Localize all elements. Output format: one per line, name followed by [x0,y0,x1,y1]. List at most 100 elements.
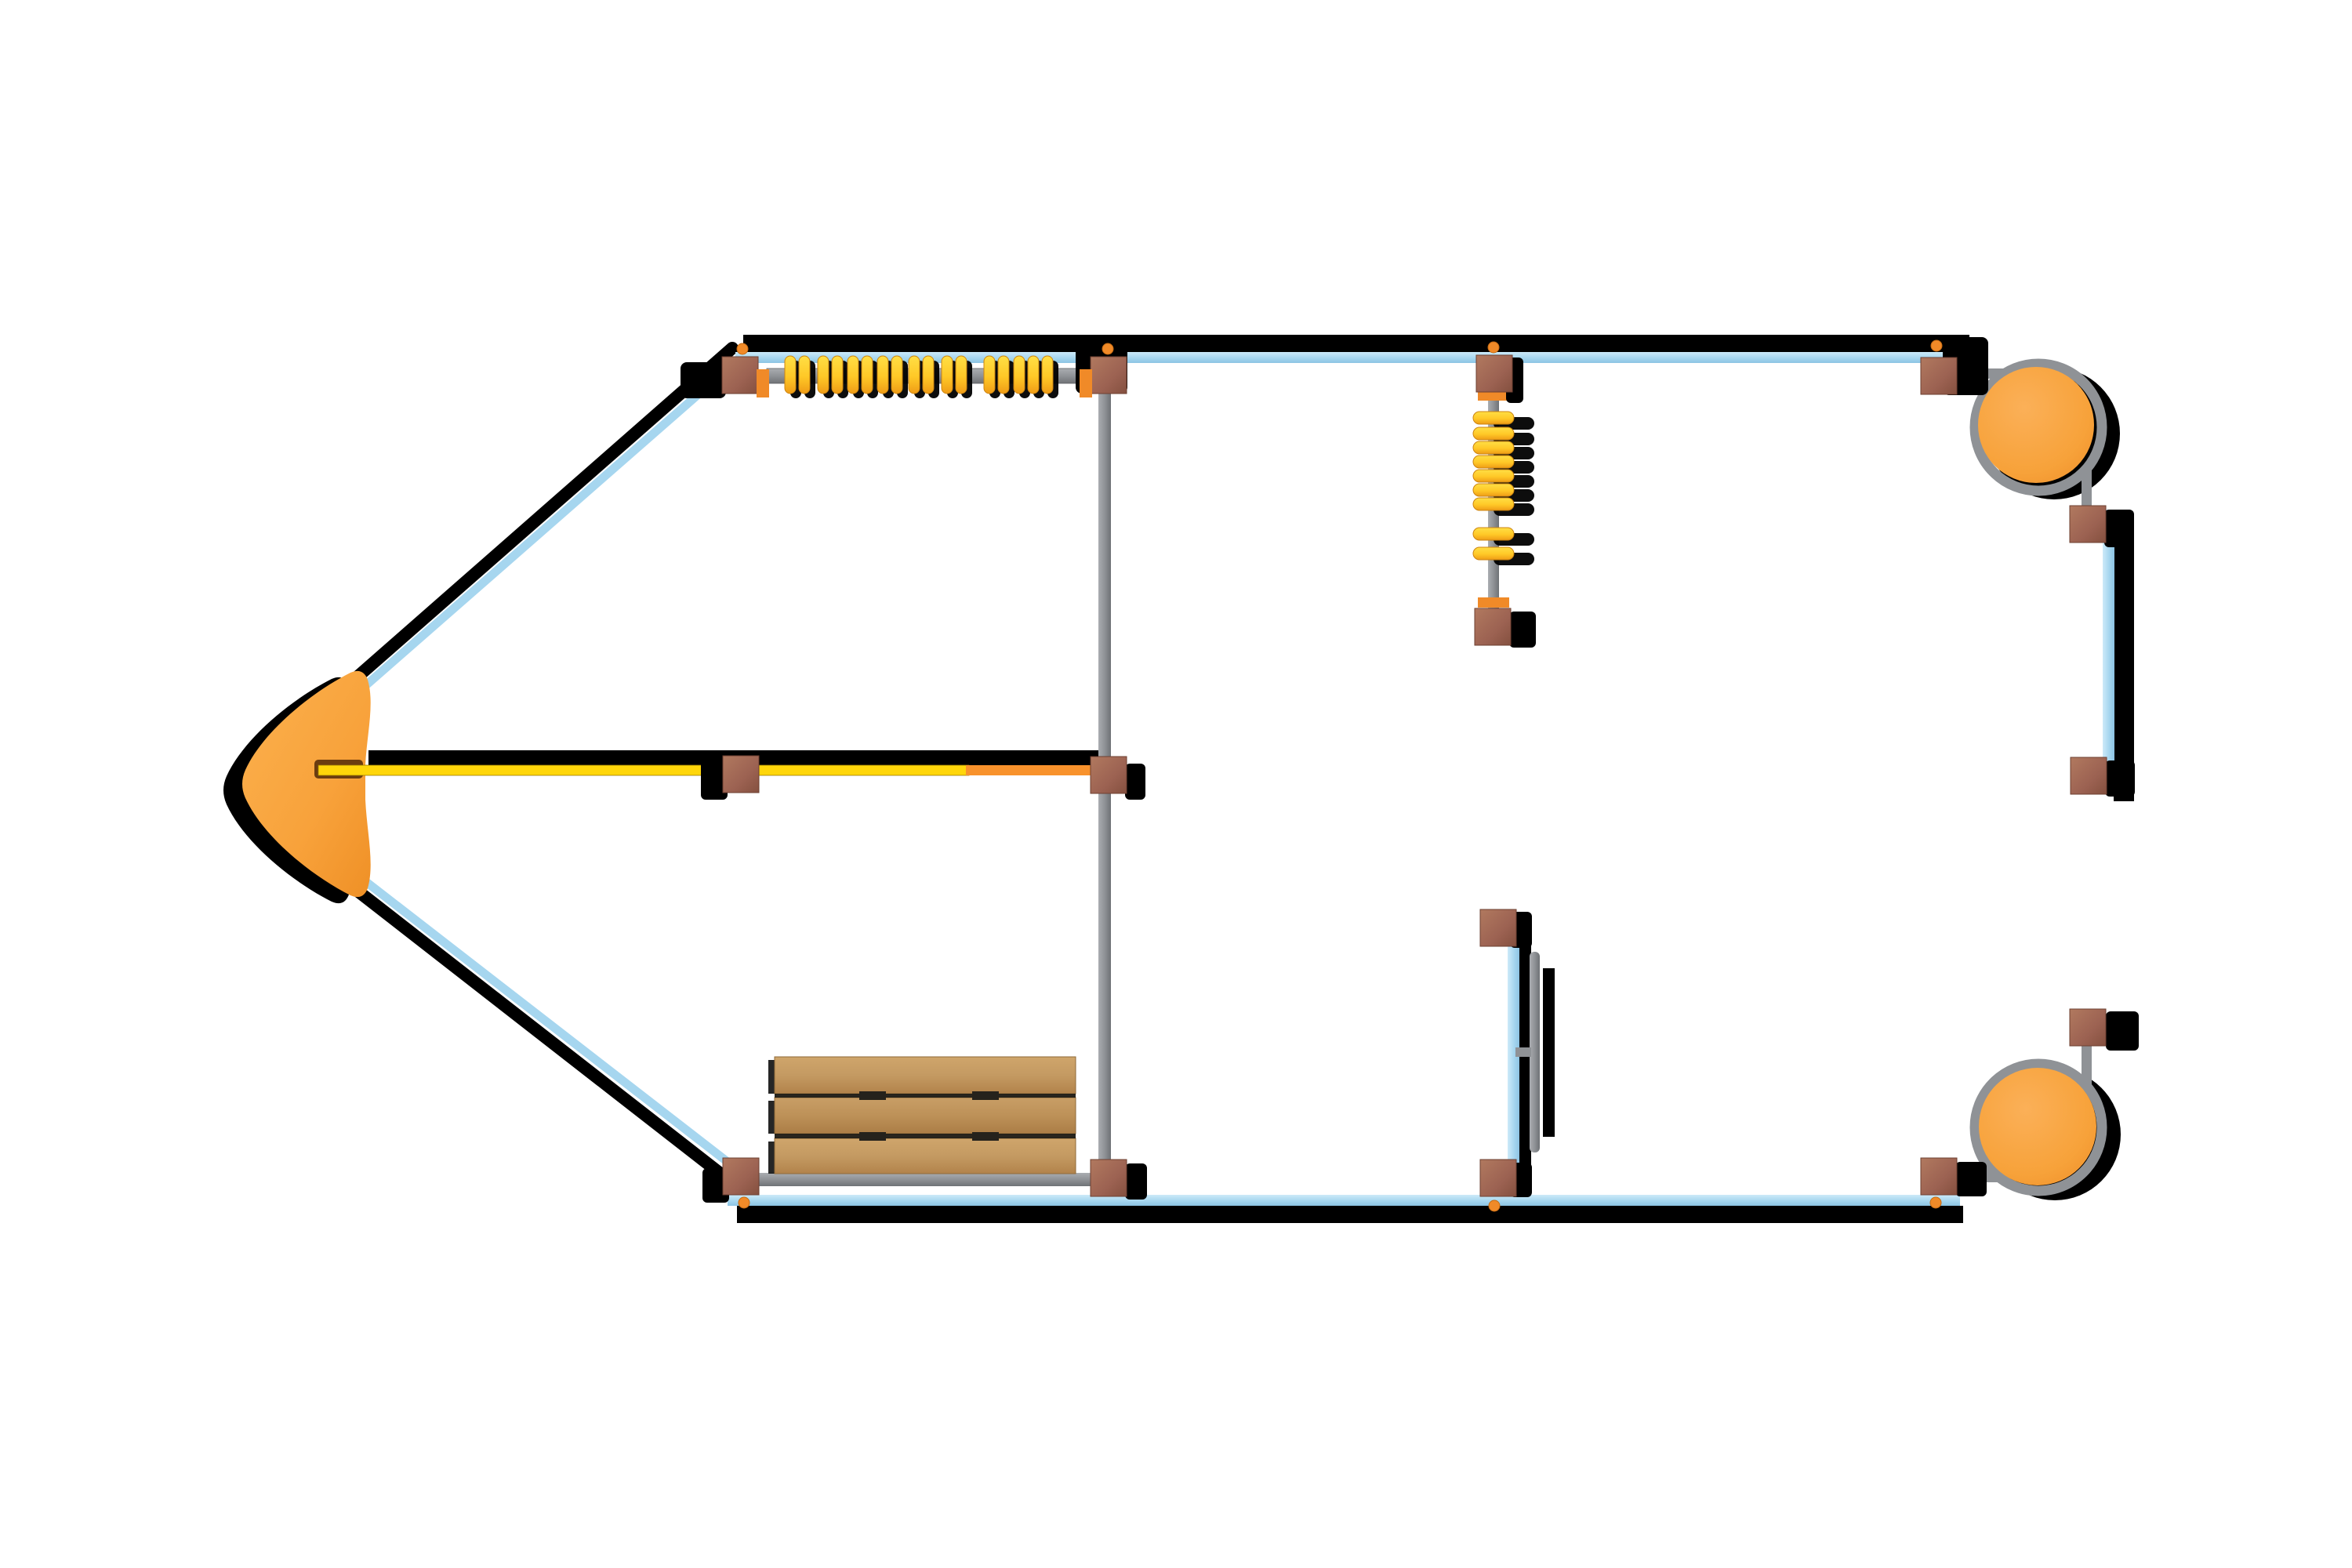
left-rail-upper [356,349,750,695]
monkey-rings-item-9 [922,355,935,394]
ring-climber-rings-item-7 [1472,527,1515,541]
bench-tab-4 [972,1132,999,1141]
monkey-rings-item-8 [908,355,920,394]
bench-plank-shadow-2 [768,1101,775,1134]
bench-plank-3 [774,1138,1076,1174]
post-shadow-climber-bottom [1509,612,1536,648]
post-climber-bottom [1474,608,1512,646]
post-shadow-wall-top [2104,510,2134,547]
post-climber-top [1475,354,1513,393]
post-cap-top-left [736,343,749,355]
monkey-rings-item-16 [1041,355,1054,394]
monkey-rings-item-1 [798,355,811,394]
post-balance-top [1479,909,1517,947]
post-shadow-top-left [681,362,726,398]
bottom-beam-shadow [737,1206,1963,1223]
post-shadow-slide-br-left [1955,1162,1987,1196]
ring-climber-cap-top [1478,390,1509,401]
monkey-rings-item-3 [831,355,844,394]
slide-top-right-rail-out [2082,467,2092,511]
post-shadow-slide-br-top [2106,1011,2139,1051]
slide-bottom-right-rail-in [2082,1043,2092,1091]
triangle-platform [242,670,371,898]
post-cap-slide-br-left [1929,1196,1942,1209]
top-beam [735,352,1960,363]
post-slide-br-left [1920,1157,1958,1196]
post-top-right [1920,357,1958,395]
ring-climber-rings-item-4 [1472,469,1515,483]
post-cap-top-right [1930,339,1943,352]
left-rail-upper-shadow [343,342,739,690]
post-bar-right [1090,756,1127,794]
post-shadow-bar-right [1125,764,1145,800]
ring-climber-cap-bottom [1478,597,1509,608]
monkey-rings-item-15 [1027,355,1040,394]
bench-plank-shadow-3 [768,1142,775,1174]
ring-climber-rings-item-8 [1472,546,1515,561]
bench-gap-2 [775,1134,1076,1138]
post-wall-top [2069,505,2107,543]
post-shadow-bench-right [1125,1163,1147,1200]
post-shadow-wall-bottom [2105,760,2135,797]
monkey-rings-item-5 [861,355,873,394]
balance-bar [1530,952,1540,1152]
monkey-rings-item-12 [983,355,996,394]
ring-climber-rings [1472,411,1534,565]
post-top-left [721,356,759,394]
ring-climber-rings-item-1 [1472,426,1515,441]
ring-climber-rings-item-0 [1472,411,1515,425]
post-tab-top-left [757,369,769,397]
monkey-rings-item-7 [891,355,903,394]
slide-bottom-right-rail-ring [1969,1058,2107,1196]
post-cap-bottom-left [738,1196,750,1209]
post-shadow-bar-left [701,760,728,800]
post-top-divider [1090,356,1127,394]
post-wall-bottom [2070,757,2107,795]
center-bar-yellow [318,764,970,776]
balance-bar-shadow [1543,968,1555,1137]
monkey-rings-item-11 [955,355,967,394]
top-beam-shadow [743,335,1969,355]
right-wall-panel [2103,510,2114,793]
monkey-rings-item-4 [847,355,859,394]
post-bottom-left [722,1157,760,1196]
ring-climber-rings-item-2 [1472,441,1515,455]
post-tab-top-divider [1080,369,1092,397]
ring-climber-rings-item-3 [1472,455,1515,469]
post-cap-climber-top [1487,341,1500,354]
bench-plank-shadow-1 [768,1060,775,1094]
slide-top-right-disc [1978,367,2094,483]
bottom-beam [728,1195,1960,1206]
ring-climber-rings-item-6 [1472,497,1515,511]
bench-tab-1 [859,1091,886,1100]
left-rail-lower [358,874,746,1178]
post-cap-top-divider [1102,343,1114,355]
monkey-rings-item-2 [817,355,829,394]
monkey-rings-item-6 [877,355,889,394]
slide-top-right-rail-ring [1969,358,2107,496]
bench-tab-3 [859,1132,886,1141]
monkey-rings [784,355,1058,398]
bench-gap-1 [775,1094,1076,1098]
left-rail-lower-shadow [345,880,734,1185]
monkey-rings-item-14 [1013,355,1025,394]
right-wall-shadow [2114,514,2134,801]
post-cap-bottom-mid [1488,1200,1501,1212]
post-slide-br-top [2069,1008,2107,1047]
bench-rail [756,1173,1126,1186]
balance-connector [1515,1047,1531,1057]
post-bar-left [722,755,760,793]
slide-bottom-right-disc [1979,1068,2096,1185]
monkey-rings-item-0 [784,355,797,394]
ring-climber-rings-item-5 [1472,483,1515,497]
monkey-rings-item-10 [941,355,953,394]
monkey-rings-item-13 [997,355,1010,394]
balance-panel [1508,912,1519,1192]
bench-plank-1 [774,1056,1076,1094]
bench-tab-2 [972,1091,999,1100]
center-bar-orange [966,765,1091,775]
post-bench-right [1090,1159,1127,1197]
post-bottom-mid [1479,1159,1517,1197]
